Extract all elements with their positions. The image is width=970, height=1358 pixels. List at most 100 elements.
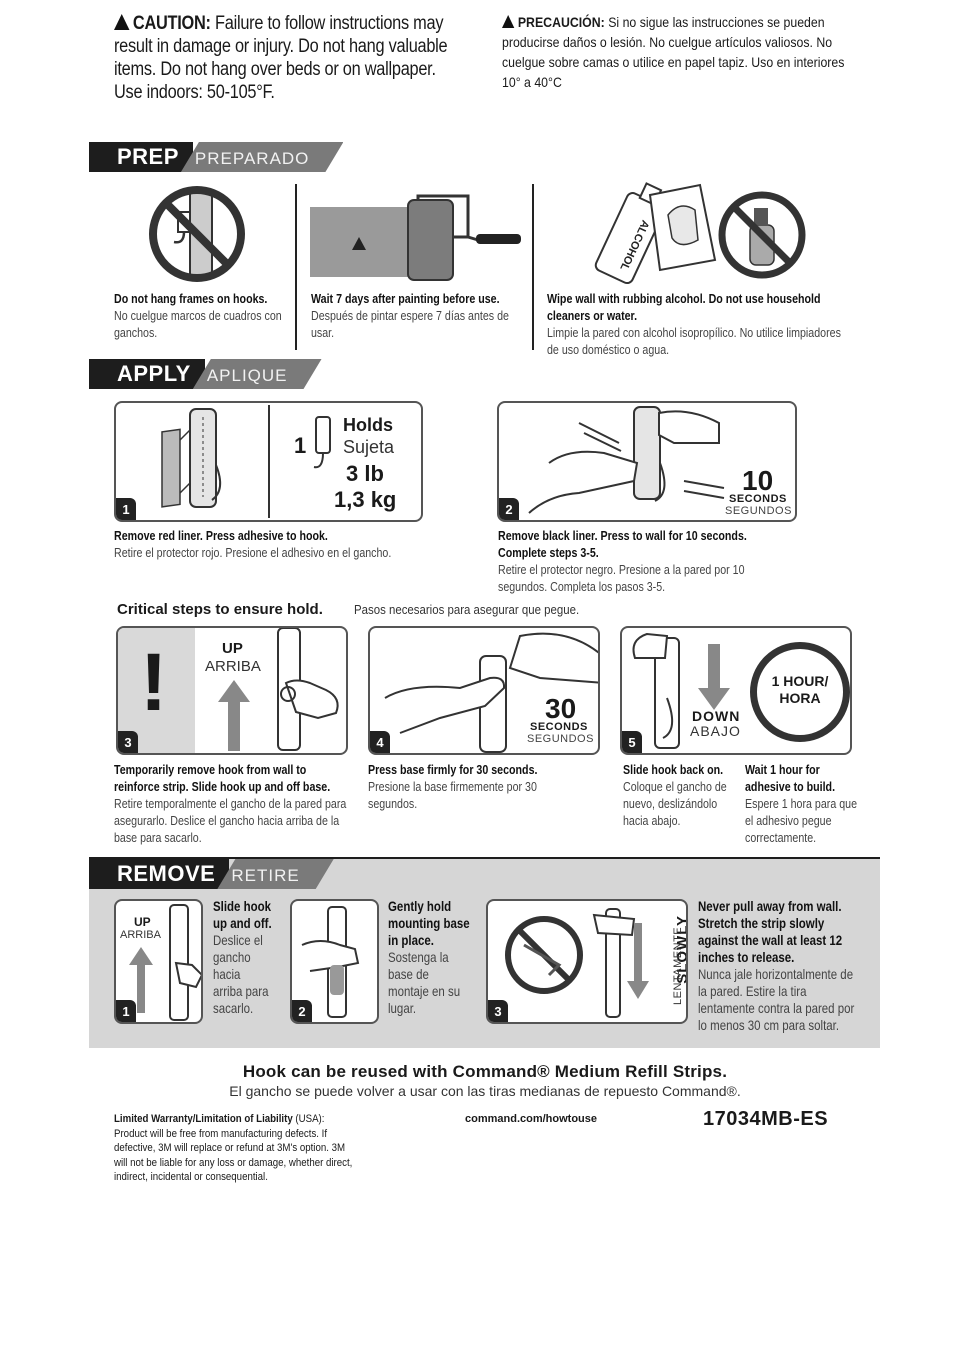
precaucion-text: Si no sigue las instrucciones se pueden … <box>502 14 845 90</box>
apply-caption-4-en: Press base firmly for 30 seconds. <box>368 762 538 777</box>
prep-caption-3-en: Wipe wall with rubbing alcohol. Do not u… <box>547 291 821 323</box>
hook-adhesive-icon <box>161 408 222 508</box>
apply-caption-wait-es: Espere 1 hora para que el adhesivo pegue… <box>745 796 858 845</box>
seconds-label: SECONDS <box>530 721 588 733</box>
apply-caption-1-en: Remove red liner. Press adhesive to hook… <box>114 528 328 543</box>
apply-caption-2: Remove black liner. Press to wall for 10… <box>498 527 777 595</box>
remove-section-header: REMOVE RETIRE <box>89 859 334 889</box>
hook-slide-up-icon <box>169 904 201 1021</box>
up-arrow-icon <box>218 680 250 751</box>
clock-en: 1 HOUR/ <box>771 673 829 689</box>
warning-icon <box>502 15 515 28</box>
apply-caption-5-en: Slide hook back on. <box>623 762 724 777</box>
warranty-text: Product will be free from manufacturing … <box>114 1127 353 1184</box>
alcohol-wipe-icon: ALCOHOL <box>594 182 806 285</box>
prep-caption-2: Wait 7 days after painting before use. D… <box>311 290 524 341</box>
remove-caption-2-en: Gently hold mounting base in place. <box>388 898 470 948</box>
apply-section-header: APPLY APLIQUE <box>89 359 322 389</box>
hook-slide-down-icon <box>632 632 680 749</box>
apply-caption-wait-en: Wait 1 hour for adhesive to build. <box>745 762 836 794</box>
holds-lb: 3 lb <box>346 461 384 486</box>
apply-step-5-panel: DOWN ABAJO 1 HOUR/ HORA 5 <box>620 626 852 755</box>
apply-caption-4-es: Presione la base firmemente por 30 segun… <box>368 779 537 811</box>
remove-caption-2-es: Sostenga la base de montaje en su lugar. <box>388 949 461 1016</box>
remove-step-2-panel: 2 <box>290 899 379 1024</box>
remove-title: REMOVE <box>89 859 230 889</box>
prep-caption-2-es: Después de pintar espere 7 días antes de… <box>311 308 509 340</box>
remove-step-3-panel: SLOWLY LENTAMENTE 3 <box>486 899 688 1024</box>
paint-roller-icon <box>310 194 521 281</box>
no-frames-icon <box>149 186 245 282</box>
clock-icon: 1 HOUR/ HORA <box>750 642 850 742</box>
step-number: 5 <box>622 731 642 753</box>
apply-caption-2-en: Remove black liner. Press to wall for 10… <box>498 528 747 560</box>
step-number: 3 <box>118 731 138 753</box>
arriba-label: ARRIBA <box>205 658 261 675</box>
step-number: 4 <box>370 731 390 753</box>
prep-title-es: PREPARADO <box>181 142 344 172</box>
up-label: UP <box>134 915 151 929</box>
apply-caption-1: Remove red liner. Press adhesive to hook… <box>114 527 434 561</box>
reuse-note-en: Hook can be reused with Command® Medium … <box>242 1062 728 1081</box>
warning-icon <box>114 14 130 30</box>
remove-caption-3: Never pull away from wall. Stretch the s… <box>698 898 862 1034</box>
arriba-label: ARRIBA <box>120 929 161 941</box>
prep-caption-1: Do not hang frames on hooks. No cuelgue … <box>114 290 286 341</box>
down-arrow-icon <box>698 644 730 710</box>
apply-step-1-panel: 1 Holds Sujeta 3 lb 1,3 kg 1 <box>114 401 423 522</box>
apply-caption-1-es: Retire el protector rojo. Presione el ad… <box>114 545 392 560</box>
remove-caption-1-en: Slide hook up and off. <box>213 898 272 931</box>
prep-divider <box>295 184 297 350</box>
caution-text: Failure to follow instructions may resul… <box>114 13 448 103</box>
prep-caption-3: Wipe wall with rubbing alcohol. Do not u… <box>547 290 842 358</box>
apply-caption-wait: Wait 1 hour for adhesive to build. Esper… <box>745 761 861 846</box>
step-2-seconds: 10 <box>742 465 774 496</box>
caution-label: CAUTION: <box>132 13 211 34</box>
prep-divider <box>532 184 534 350</box>
segundos-label: SEGUNDOS <box>527 733 594 745</box>
remove-caption-1-es: Deslice el gancho hacia arriba para saca… <box>213 932 269 1016</box>
step-number: 3 <box>488 1000 508 1022</box>
press-to-wall-icon <box>528 406 725 514</box>
apply-step-4-panel: 30 SECONDS SEGUNDOS 4 <box>368 626 600 755</box>
step-number: 1 <box>116 1000 136 1022</box>
critical-steps-title-es: Pasos necesarios para asegurar que pegue… <box>354 602 580 617</box>
apply-caption-3: Temporarily remove hook from wall to rei… <box>114 761 352 846</box>
abajo-label: ABAJO <box>690 723 741 739</box>
lentamente-label: LENTAMENTE <box>672 926 684 1005</box>
warranty-title: Limited Warranty/Limitation of Liability <box>114 1113 293 1125</box>
hook-icon <box>313 416 331 469</box>
holds-kg: 1,3 kg <box>334 487 397 512</box>
hold-base-icon <box>301 906 360 1018</box>
apply-title-es: APLIQUE <box>193 359 322 389</box>
down-arrow-icon <box>627 923 649 999</box>
remove-caption-2: Gently hold mounting base in place. Sost… <box>388 898 470 1017</box>
holds-es: Sujeta <box>343 437 395 457</box>
remove-caption-3-en: Never pull away from wall. Stretch the s… <box>698 898 843 965</box>
warranty-region: (USA): <box>295 1113 325 1125</box>
apply-caption-5: Slide hook back on. Coloque el gancho de… <box>623 761 739 829</box>
clock-es: HORA <box>779 690 821 706</box>
hook-slide-up-icon <box>277 628 339 751</box>
up-label: UP <box>222 640 243 657</box>
apply-caption-2-es: Retire el protector negro. Presione a la… <box>498 562 745 594</box>
howto-url[interactable]: command.com/howtouse <box>465 1113 598 1125</box>
warranty-block: Limited Warranty/Limitation of Liability… <box>114 1112 360 1185</box>
step-number: 2 <box>292 1000 312 1022</box>
remove-caption-1: Slide hook up and off. Deslice el gancho… <box>213 898 272 1017</box>
holds-count: 1 <box>294 433 307 458</box>
segundos-label: SEGUNDOS <box>725 505 792 517</box>
critical-steps-title: Critical steps to ensure hold. <box>117 601 323 618</box>
press-base-icon <box>384 632 598 753</box>
holds-en: Holds <box>343 415 394 435</box>
apply-step-2-panel: 10 SECONDS SEGUNDOS 2 <box>497 401 797 522</box>
apply-caption-3-en: Temporarily remove hook from wall to rei… <box>114 762 331 794</box>
step-number: 2 <box>499 498 519 520</box>
remove-caption-3-es: Nunca jale horizontalmente de la pared. … <box>698 966 855 1033</box>
prep-caption-3-es: Limpie la pared con alcohol isopropílico… <box>547 325 841 357</box>
apply-caption-3-es: Retire temporalmente el gancho de la par… <box>114 796 347 845</box>
precaucion-label: PRECAUCIÓN: <box>517 14 605 30</box>
apply-title: APPLY <box>89 359 205 389</box>
step-divider <box>268 405 270 518</box>
prep-caption-2-en: Wait 7 days after painting before use. <box>311 291 500 306</box>
